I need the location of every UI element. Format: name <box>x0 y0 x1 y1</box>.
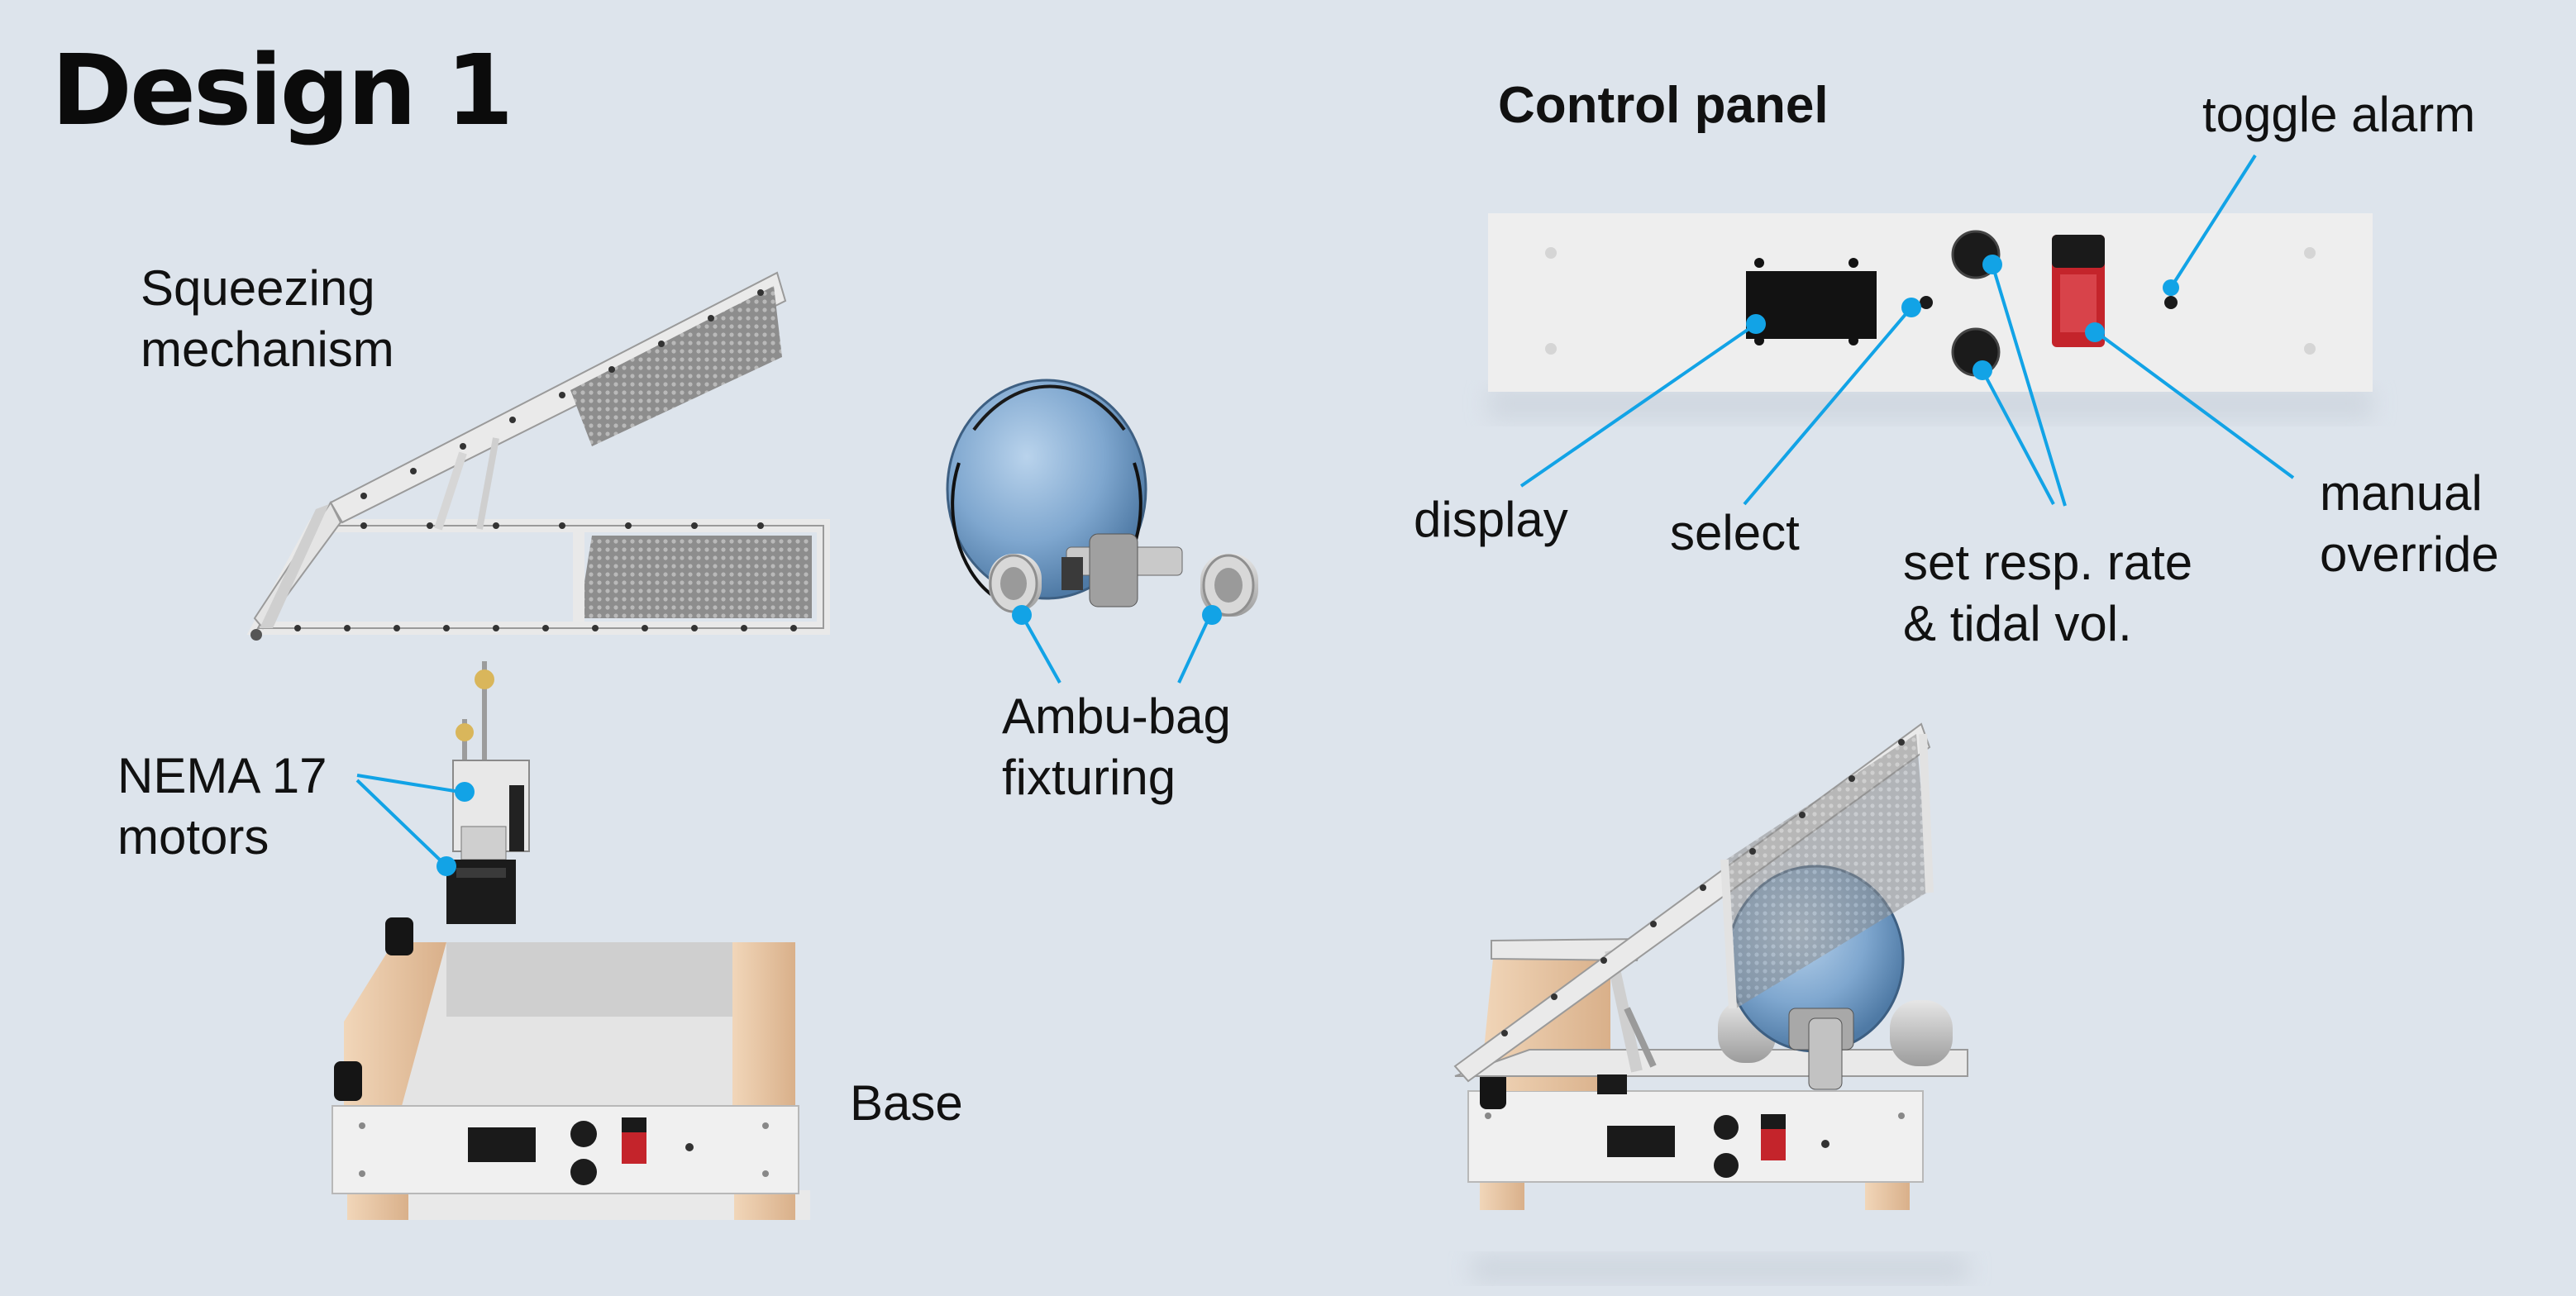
label-line: fixturing <box>1002 750 1176 805</box>
label-ambu-bag: Ambu-bag fixturing <box>1002 686 1231 808</box>
label-line: override <box>2320 526 2499 582</box>
label-line: motors <box>117 809 270 865</box>
label-line: mechanism <box>141 322 394 377</box>
callout-lines <box>355 154 2295 866</box>
select-button <box>1920 296 1933 309</box>
squeezing-mechanism-illustration <box>246 271 830 641</box>
callout-dots <box>436 255 2179 876</box>
label-toggle-alarm: toggle alarm <box>2202 87 2476 142</box>
label-line: & tidal vol. <box>1903 596 2132 651</box>
assembled-unit-illustration <box>1453 722 1968 1281</box>
alarm-toggle <box>2164 296 2178 309</box>
label-select: select <box>1670 505 1800 560</box>
label-display: display <box>1414 492 1568 547</box>
label-base: Base <box>850 1075 963 1131</box>
label-line: manual <box>2320 465 2483 521</box>
label-set-resp-rate: set resp. rate & tidal vol. <box>1903 532 2192 655</box>
label-nema-motors: NEMA 17 motors <box>117 746 327 868</box>
label-line: NEMA 17 <box>117 748 327 803</box>
ambu-bag-illustration <box>946 379 1258 617</box>
control-panel-title: Control panel <box>1498 77 1829 134</box>
base-illustration <box>332 917 810 1220</box>
label-squeezing-mechanism: Squeezing mechanism <box>141 258 394 380</box>
label-line: Ambu-bag <box>1002 688 1231 744</box>
nema17-motors-illustration <box>446 661 530 924</box>
label-manual-override: manual override <box>2320 463 2499 585</box>
control-panel-illustration <box>1488 213 2373 420</box>
label-line: Squeezing <box>141 260 375 316</box>
page-title: Design 1 <box>51 33 513 147</box>
display-screen <box>1746 271 1877 339</box>
label-line: set resp. rate <box>1903 535 2193 590</box>
